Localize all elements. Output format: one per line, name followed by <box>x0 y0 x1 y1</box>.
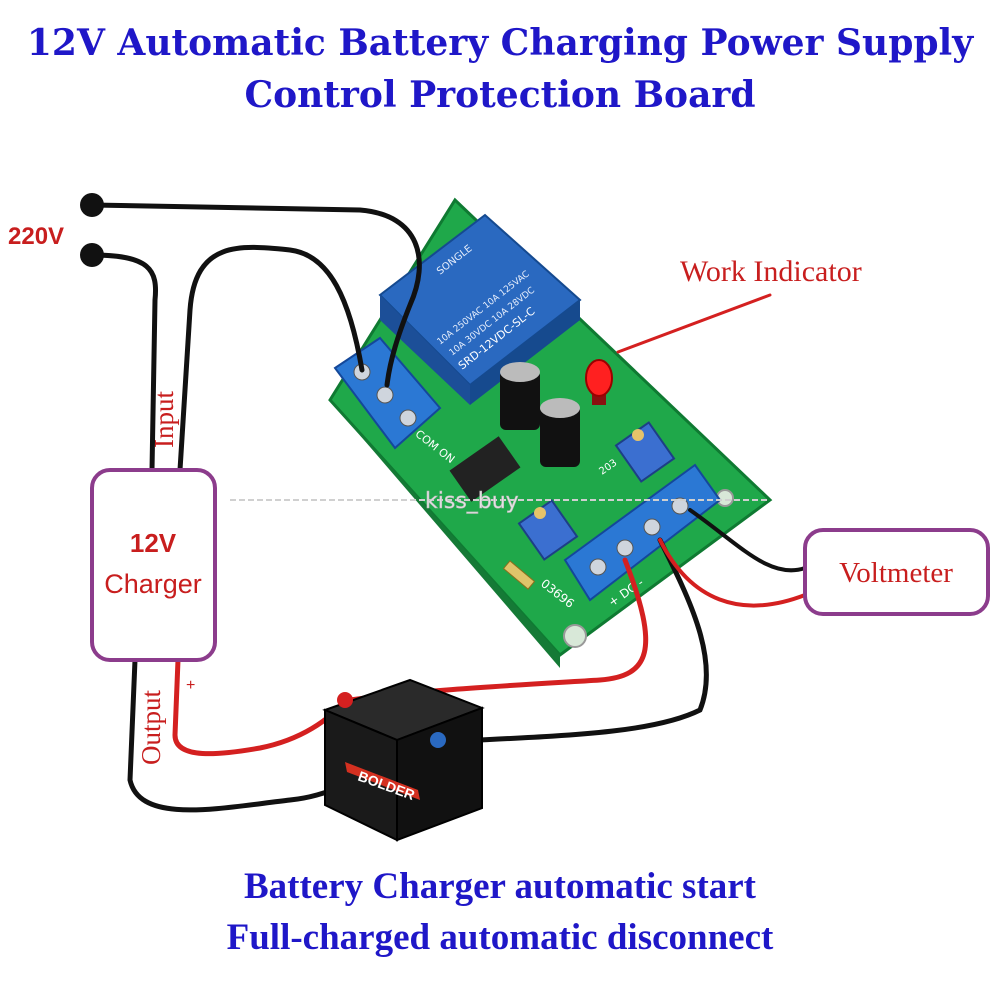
charger-name-label: Charger <box>104 569 202 599</box>
watermark-text: kiss_buy <box>425 489 519 514</box>
battery-positive-terminal <box>337 692 353 708</box>
positive-sign: + <box>186 677 195 694</box>
ic-chip <box>449 436 521 502</box>
work-indicator-led <box>585 359 613 405</box>
mains-wire-top <box>89 202 422 388</box>
capacitors <box>500 362 580 467</box>
page-title-line1: 12V Automatic Battery Charging Power Sup… <box>26 22 974 64</box>
voltmeter-label: Voltmeter <box>839 557 953 589</box>
page-title-line2: Control Protection Board <box>244 74 756 116</box>
voltmeter-box <box>803 528 990 616</box>
footer-line2: Full-charged automatic disconnect <box>226 917 774 958</box>
input-label: Input <box>149 391 179 448</box>
battery-negative-wire <box>437 537 709 745</box>
mains-voltage-label: 220V <box>8 223 64 250</box>
voltmeter-wire-red <box>658 538 807 608</box>
mounting-hole <box>563 624 587 648</box>
output-label: Output <box>136 690 166 766</box>
mains-terminal-2 <box>80 243 104 267</box>
mains-terminal-1 <box>80 193 104 217</box>
footer-line1: Battery Charger automatic start <box>243 866 757 907</box>
work-indicator-pointer <box>616 293 772 354</box>
voltmeter-wire-black <box>688 508 807 573</box>
work-indicator-label: Work Indicator <box>680 255 862 288</box>
resistor <box>502 560 536 590</box>
charger-voltage-label: 12V <box>130 528 177 558</box>
relay-to-charger-wire <box>177 244 365 473</box>
charger-positive-wire <box>172 657 348 757</box>
battery-negative-terminal <box>430 732 446 748</box>
mains-wire-left <box>89 252 159 473</box>
battery: BOLDER <box>322 678 485 842</box>
charger-box <box>90 468 217 662</box>
